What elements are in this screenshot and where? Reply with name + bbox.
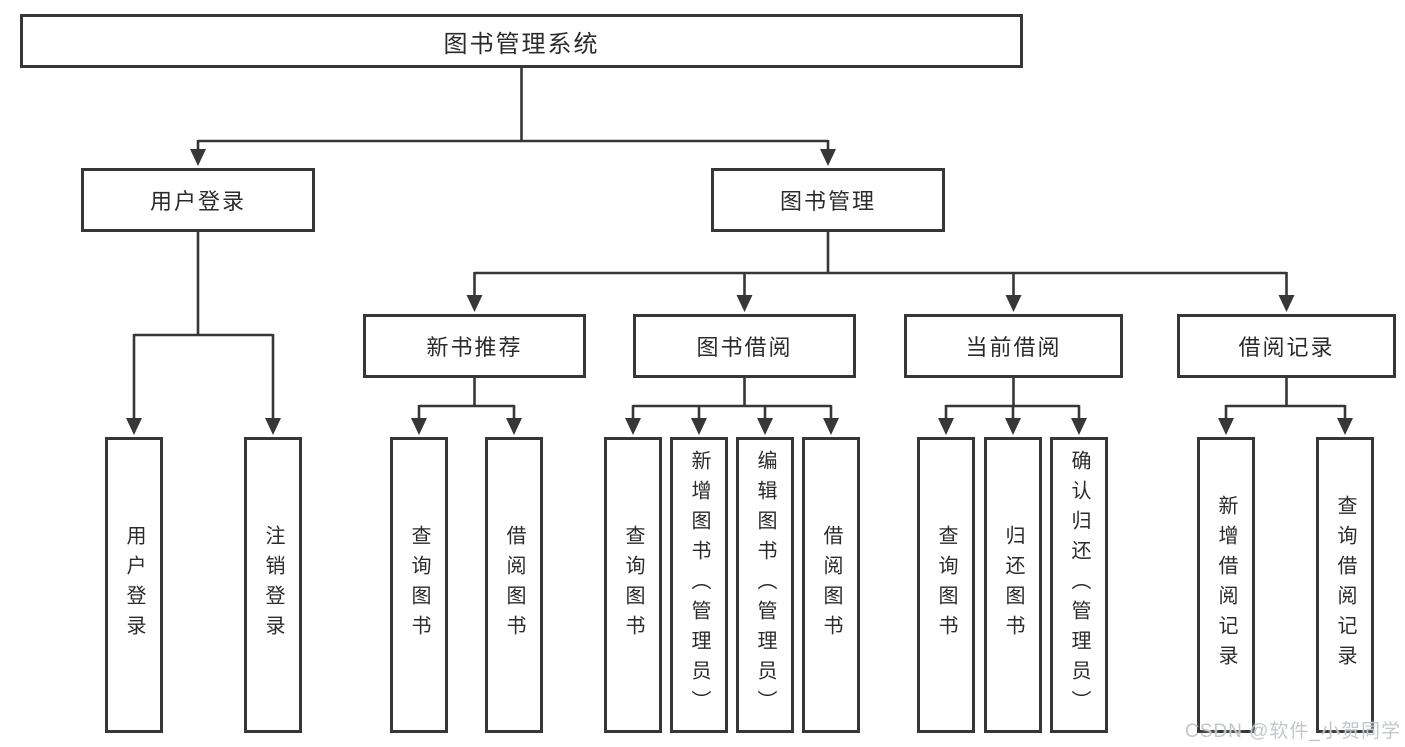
- leaf-confirm-return-admin-label: 确认归还（管理员）: [1068, 450, 1090, 720]
- leaf-borrow-books-label: 借阅图书: [820, 525, 842, 645]
- leaf-user-login: 用户登录: [105, 437, 163, 733]
- leaf-add-books-admin: 新增图书（管理员）: [670, 437, 728, 733]
- node-current-borrowing-label: 当前借阅: [965, 335, 1062, 360]
- node-new-book-recommend-label: 新书推荐: [426, 335, 523, 360]
- leaf-add-books-admin-label: 新增图书（管理员）: [688, 450, 710, 720]
- leaf-logout-label: 注销登录: [262, 525, 284, 645]
- leaf-query-borrow-record: 查询借阅记录: [1316, 437, 1374, 733]
- node-book-borrowing: 图书借阅: [633, 314, 856, 378]
- leaf-query-books-recommend: 查询图书: [390, 437, 448, 733]
- leaf-query-books-borrow: 查询图书: [604, 437, 662, 733]
- node-borrowing-records-label: 借阅记录: [1238, 335, 1335, 360]
- node-new-book-recommend: 新书推荐: [363, 314, 586, 378]
- leaf-edit-books-admin: 编辑图书（管理员）: [736, 437, 794, 733]
- node-user-login: 用户登录: [81, 168, 315, 232]
- leaf-borrow-books-recommend-label: 借阅图书: [503, 525, 525, 645]
- arrowheads: [126, 149, 1353, 435]
- leaf-query-books-borrow-label: 查询图书: [622, 525, 644, 645]
- leaf-return-books: 归还图书: [984, 437, 1042, 733]
- leaf-query-borrow-record-label: 查询借阅记录: [1334, 495, 1356, 675]
- leaf-add-borrow-record: 新增借阅记录: [1197, 437, 1255, 733]
- leaf-user-login-label: 用户登录: [123, 525, 145, 645]
- leaf-query-books-recommend-label: 查询图书: [408, 525, 430, 645]
- leaf-borrow-books: 借阅图书: [802, 437, 860, 733]
- leaf-edit-books-admin-label: 编辑图书（管理员）: [754, 450, 776, 720]
- node-library-system-label: 图书管理系统: [443, 30, 600, 58]
- leaf-logout: 注销登录: [244, 437, 302, 733]
- node-book-borrowing-label: 图书借阅: [696, 335, 793, 360]
- node-user-login-label: 用户登录: [149, 189, 246, 214]
- leaf-borrow-books-recommend: 借阅图书: [485, 437, 543, 733]
- leaf-query-books-current-label: 查询图书: [935, 525, 957, 645]
- leaf-add-borrow-record-label: 新增借阅记录: [1215, 495, 1237, 675]
- node-borrowing-records: 借阅记录: [1177, 314, 1396, 378]
- leaf-query-books-current: 查询图书: [917, 437, 975, 733]
- csdn-watermark: CSDN @软件_小贺同学: [1185, 721, 1401, 742]
- leaf-confirm-return-admin: 确认归还（管理员）: [1050, 437, 1108, 733]
- node-book-management-label: 图书管理: [779, 189, 876, 214]
- node-book-management: 图书管理: [711, 168, 945, 232]
- node-library-system: 图书管理系统: [20, 14, 1023, 68]
- node-current-borrowing: 当前借阅: [904, 314, 1123, 378]
- leaf-return-books-label: 归还图书: [1002, 525, 1024, 645]
